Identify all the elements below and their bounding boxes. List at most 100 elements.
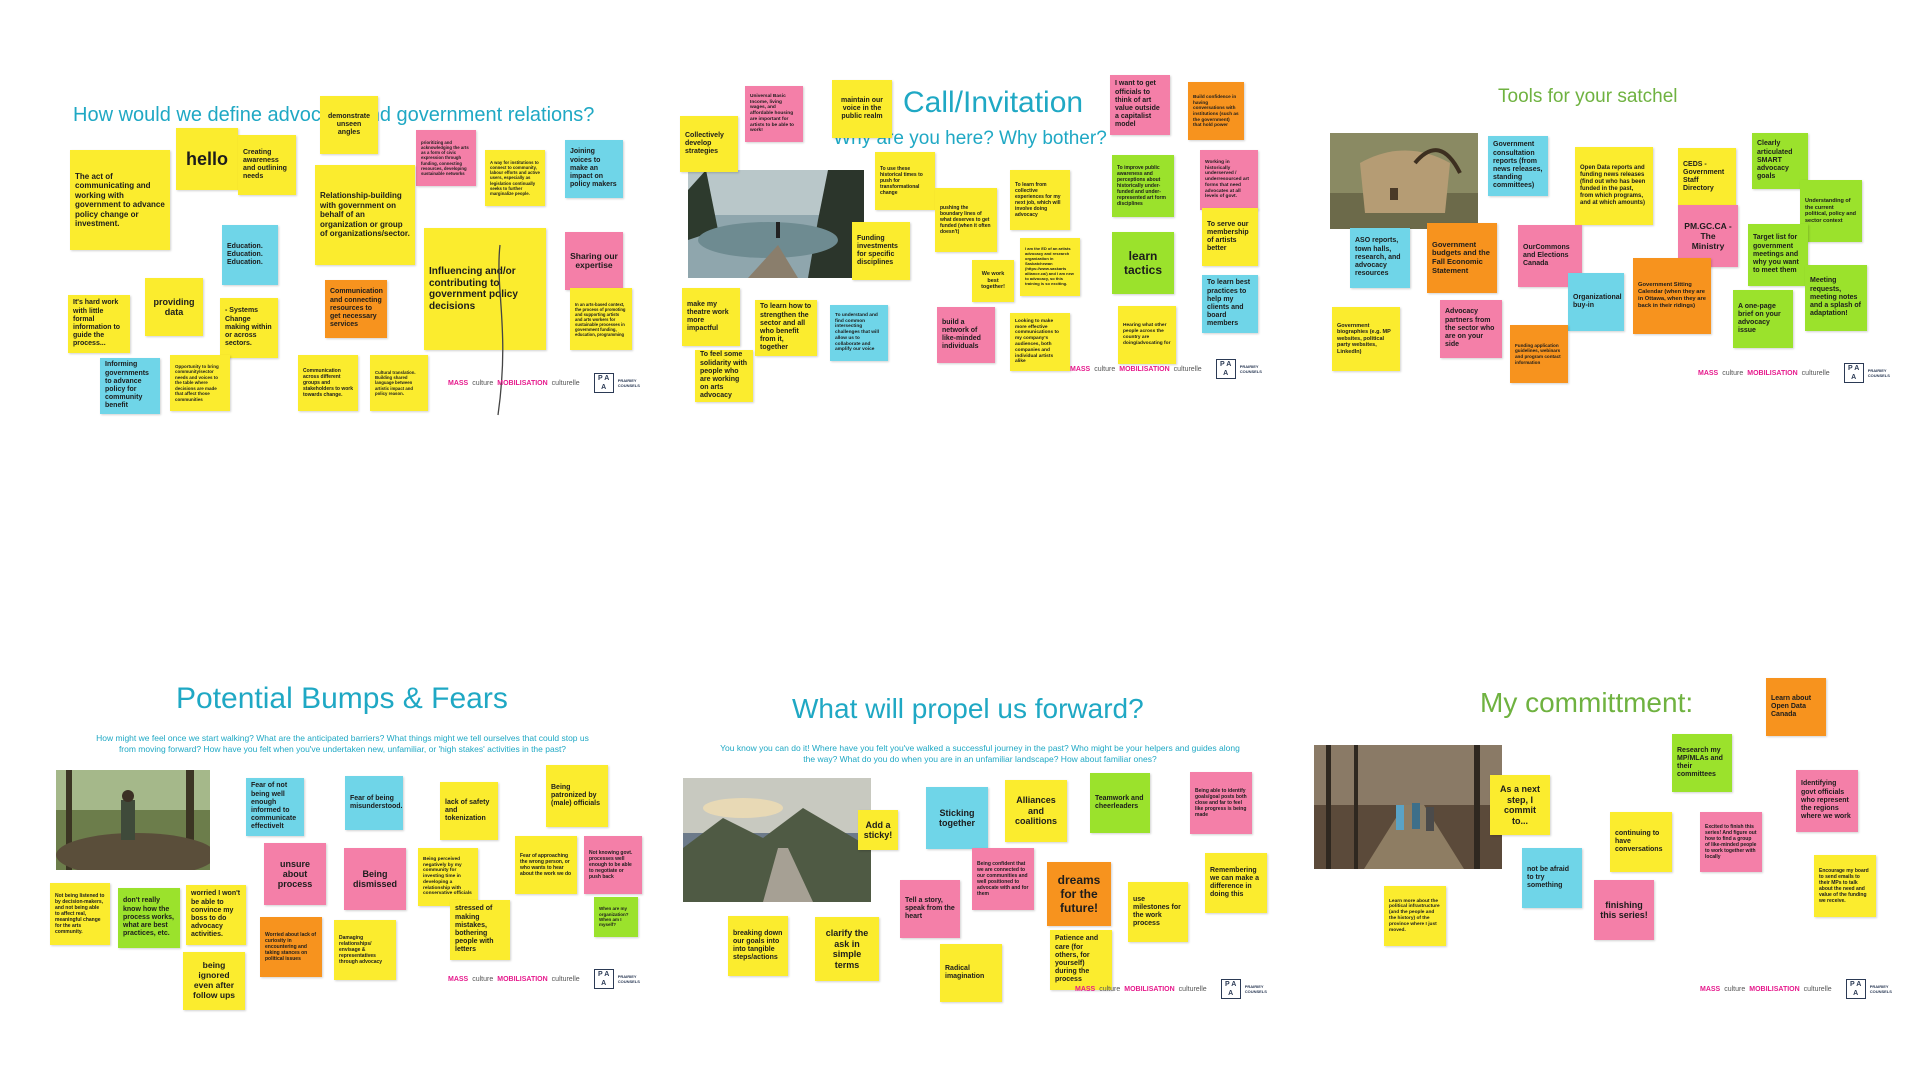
sticky-note[interactable]: Communication and connecting resources t… [325, 280, 387, 338]
sticky-note[interactable]: To learn how to strengthen the sector an… [755, 300, 817, 356]
sticky-note[interactable]: Universal Basic Income, living wages, an… [745, 86, 803, 142]
sticky-note[interactable]: Working in historically underserved / un… [1200, 150, 1258, 210]
sticky-note[interactable]: PM.GC.CA - The Ministry [1678, 205, 1738, 267]
sticky-note[interactable]: When are my organization? When am I myse… [594, 897, 638, 937]
sticky-note[interactable]: Education. Education. Education. [222, 225, 278, 285]
sticky-note[interactable]: Worried about lack of curiosity in encou… [260, 917, 322, 977]
sticky-note[interactable]: breaking down our goals into into tangib… [728, 916, 788, 976]
sticky-note[interactable]: To learn from collective experiences for… [1010, 170, 1070, 230]
sticky-note[interactable]: stressed of making mistakes, bothering p… [450, 900, 510, 960]
sticky-note[interactable]: build a network of like-minded individua… [937, 307, 995, 363]
sticky-note[interactable]: Cultural translation. Building shared la… [370, 355, 428, 411]
sticky-note[interactable]: dreams for the future! [1047, 862, 1111, 926]
sticky-note[interactable]: pushing the boundary lines of what deser… [935, 188, 997, 252]
sticky-note[interactable]: Government consultation reports (from ne… [1488, 136, 1548, 196]
sticky-note[interactable]: Funding investments for specific discipl… [852, 222, 910, 280]
sticky-note[interactable]: The act of communicating and working wit… [70, 150, 170, 250]
sticky-note[interactable]: Teamwork and cheerleaders [1090, 773, 1150, 833]
sticky-note[interactable]: To serve our membership of artists bette… [1202, 208, 1258, 266]
sticky-note[interactable]: Tell a story, speak from the heart [900, 880, 960, 938]
sticky-note[interactable]: Add a sticky! [858, 810, 898, 850]
sticky-note[interactable]: Government Sitting Calendar (when they a… [1633, 258, 1711, 334]
sticky-note[interactable]: Looking to make more effective communica… [1010, 313, 1070, 371]
sticky-note[interactable]: Not knowing govt. processes well enough … [584, 836, 642, 894]
sticky-note[interactable]: Government budgets and the Fall Economic… [1427, 223, 1497, 293]
sticky-note[interactable]: hello [176, 128, 238, 190]
sticky-note[interactable]: In an arts-based context, the process of… [570, 288, 632, 350]
sticky-note[interactable]: I am the ED of an artists advocacy and r… [1020, 238, 1080, 296]
sticky-note[interactable]: unsure about process [264, 843, 326, 905]
sticky-note[interactable]: Learn about Open Data Canada [1766, 678, 1826, 736]
sticky-note[interactable]: Communication across different groups an… [298, 355, 358, 411]
sticky-note[interactable]: worried I won't be able to convince my b… [186, 885, 246, 945]
sticky-note[interactable]: To learn best practices to help my clien… [1202, 275, 1258, 333]
sticky-note[interactable]: lack of safety and tokenization [440, 782, 498, 840]
sticky-note[interactable]: Being confident that we are connected to… [972, 848, 1034, 910]
sticky-note[interactable]: Open Data reports and funding news relea… [1575, 147, 1653, 225]
sticky-note[interactable]: Relationship-building with government on… [315, 165, 415, 265]
sticky-note[interactable]: being ignored even after follow ups [183, 952, 245, 1010]
sticky-note[interactable]: Damaging relationships/ envisage & repre… [334, 920, 396, 980]
sticky-note[interactable]: Fear of not being well enough informed t… [246, 778, 304, 836]
sticky-note[interactable]: Target list for government meetings and … [1748, 224, 1808, 286]
sticky-note[interactable]: Fear of being misunderstood. [345, 776, 403, 830]
sticky-note[interactable]: Patience and care (for others, for yours… [1050, 930, 1112, 990]
sticky-note[interactable]: demonstrate unseen angles [320, 96, 378, 154]
sticky-note[interactable]: Identifying govt officials who represent… [1796, 770, 1858, 832]
sticky-note[interactable]: I want to get officials to think of art … [1110, 75, 1170, 135]
sticky-note[interactable]: Collectively develop strategies [680, 116, 738, 172]
sticky-note[interactable]: continuing to have conversations [1610, 812, 1672, 872]
sticky-note[interactable]: It's hard work with little formal inform… [68, 295, 130, 353]
sticky-note[interactable]: Informing governments to advance policy … [100, 358, 160, 414]
sticky-note[interactable]: Clearly articulated SMART advocacy goals [1752, 133, 1808, 189]
sticky-note[interactable]: Sharing our expertise [565, 232, 623, 290]
sticky-note[interactable]: Encourage my board to send emails to the… [1814, 855, 1876, 917]
sticky-note[interactable]: - Systems Change making within or across… [220, 298, 278, 358]
sticky-note[interactable]: make my theatre work more impactful [682, 288, 740, 346]
sticky-note[interactable]: Joining voices to make an impact on poli… [565, 140, 623, 198]
sticky-note[interactable]: Organizational buy-in [1568, 273, 1624, 331]
sticky-note[interactable]: Radical imagination [940, 944, 1002, 1002]
sticky-note[interactable]: Excited to finish this series! And figur… [1700, 812, 1762, 872]
sticky-note[interactable]: Being patronized by (male) officials [546, 765, 608, 827]
sticky-note[interactable]: Not being listened to by decision-makers… [50, 883, 110, 945]
sticky-note[interactable]: Hearing what other people across the cou… [1118, 306, 1176, 364]
sticky-note[interactable]: As a next step, I commit to... [1490, 775, 1550, 835]
sticky-note[interactable]: Remembering we can make a difference in … [1205, 853, 1267, 913]
sticky-note[interactable]: Funding application guidelines, webinars… [1510, 325, 1568, 383]
sticky-note[interactable]: Learn more about the political infrastru… [1384, 886, 1446, 946]
sticky-note[interactable]: To understand and find common intersecti… [830, 305, 888, 361]
sticky-note[interactable]: not be afraid to try something [1522, 848, 1582, 908]
sticky-note[interactable]: Alliances and coalitions [1005, 780, 1067, 842]
sticky-note[interactable]: prioritizing and acknowledging the arts … [416, 130, 476, 186]
sticky-note[interactable]: finishing this series! [1594, 880, 1654, 940]
sticky-note[interactable]: To improve public awareness and percepti… [1112, 155, 1174, 217]
sticky-note[interactable]: learn tactics [1112, 232, 1174, 294]
sticky-note[interactable]: don't really know how the process works,… [118, 888, 180, 948]
sticky-note[interactable]: Advocacy partners from the sector who ar… [1440, 300, 1502, 358]
sticky-note[interactable]: Influencing and/or contributing to gover… [424, 228, 546, 350]
sticky-note[interactable]: Research my MP/MLAs and their committees [1672, 734, 1732, 792]
sticky-note[interactable]: Fear of approaching the wrong person, or… [515, 836, 577, 894]
sticky-note[interactable]: Opportunity to bring community/sector ne… [170, 355, 230, 411]
sticky-note[interactable]: Being perceived negatively by my communi… [418, 848, 478, 906]
sticky-note[interactable]: maintain our voice in the public realm [832, 80, 892, 138]
sticky-note[interactable]: Being dismissed [344, 848, 406, 910]
sticky-note[interactable]: clarify the ask in simple terms [815, 917, 879, 981]
sticky-note[interactable]: providing data [145, 278, 203, 336]
sticky-note[interactable]: Sticking together [926, 787, 988, 849]
sticky-note[interactable]: Creating awareness and outlining needs [238, 135, 296, 195]
sticky-note[interactable]: Being able to identify goals/goal posts … [1190, 772, 1252, 834]
sticky-note[interactable]: Build confidence in having conversations… [1188, 82, 1244, 140]
sticky-note[interactable]: A one-page brief on your advocacy issue [1733, 290, 1793, 348]
sticky-note[interactable]: A way for institutions to connect to com… [485, 150, 545, 206]
sticky-note[interactable]: CEDS - Government Staff Directory [1678, 148, 1736, 206]
sticky-note[interactable]: ASO reports, town halls, research, and a… [1350, 228, 1410, 288]
sticky-note[interactable]: To feel some solidarity with people who … [695, 350, 753, 402]
sticky-note[interactable]: To use these historical times to push fo… [875, 152, 935, 210]
sticky-note[interactable]: Meeting requests, meeting notes and a sp… [1805, 265, 1867, 331]
sticky-note[interactable]: We work best together! [972, 260, 1014, 302]
sticky-note[interactable]: Government biographies (e.g. MP websites… [1332, 307, 1400, 371]
sticky-note[interactable]: use milestones for the work process [1128, 882, 1188, 942]
sticky-note[interactable]: Understanding of the current political, … [1800, 180, 1862, 242]
